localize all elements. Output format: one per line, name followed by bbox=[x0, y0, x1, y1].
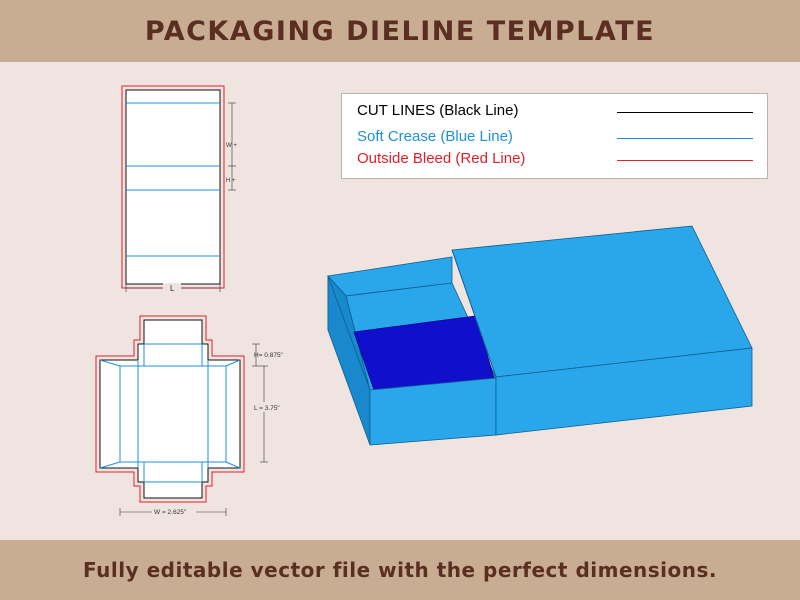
legend-swatch-bleed bbox=[617, 160, 753, 161]
tray-l-label: L = 3.75" bbox=[254, 405, 280, 412]
legend-label-cut: CUT LINES (Black Line) bbox=[357, 102, 519, 119]
sleeve-front-face bbox=[495, 347, 753, 436]
tray-front-face bbox=[369, 377, 497, 446]
sleeve-dieline: W + H + L bbox=[121, 85, 237, 293]
sleeve-h-label: H + bbox=[226, 178, 236, 184]
tray-crease bbox=[99, 359, 121, 367]
legend-label-crease: Soft Crease (Blue Line) bbox=[357, 128, 513, 145]
legend-item-crease: Soft Crease (Blue Line) bbox=[357, 127, 757, 149]
label-bg bbox=[163, 283, 181, 293]
tray-bleed-line bbox=[95, 315, 245, 503]
header-banner: PACKAGING DIELINE TEMPLATE bbox=[0, 0, 800, 62]
legend-label-bleed: Outside Bleed (Red Line) bbox=[357, 150, 526, 167]
footer-banner: Fully editable vector file with the perf… bbox=[0, 540, 800, 600]
legend-item-bleed: Outside Bleed (Red Line) bbox=[357, 149, 757, 171]
sleeve-w-label: W + bbox=[226, 143, 237, 149]
label-bg bbox=[253, 402, 303, 412]
tray-crease bbox=[225, 359, 241, 367]
label-bg bbox=[152, 507, 196, 517]
box-3d-mockup bbox=[327, 225, 753, 446]
tray-w-label: W = 2.625" bbox=[154, 509, 187, 516]
legend-swatch-crease bbox=[617, 138, 753, 139]
footer-text: Fully editable vector file with the perf… bbox=[83, 558, 717, 582]
page-title: PACKAGING DIELINE TEMPLATE bbox=[144, 15, 656, 47]
tray-crease bbox=[225, 461, 241, 469]
dieline-drawings: W + H + L H= 0.875" L = 3.75" bbox=[95, 85, 303, 517]
tray-crease bbox=[99, 461, 121, 469]
sleeve-l-label: L bbox=[170, 284, 175, 293]
line-legend: CUT LINES (Black Line) Soft Crease (Blue… bbox=[341, 93, 768, 179]
tray-cut-line bbox=[99, 319, 241, 499]
tray-base-crease bbox=[119, 365, 227, 463]
legend-item-cut: CUT LINES (Black Line) bbox=[357, 101, 757, 123]
sleeve-cut-line bbox=[125, 89, 221, 285]
tray-h-label: H= 0.875" bbox=[254, 352, 284, 359]
legend-swatch-cut bbox=[617, 112, 753, 113]
tray-dieline: H= 0.875" L = 3.75" W = 2.625" bbox=[95, 315, 303, 517]
sleeve-edge bbox=[451, 249, 497, 378]
